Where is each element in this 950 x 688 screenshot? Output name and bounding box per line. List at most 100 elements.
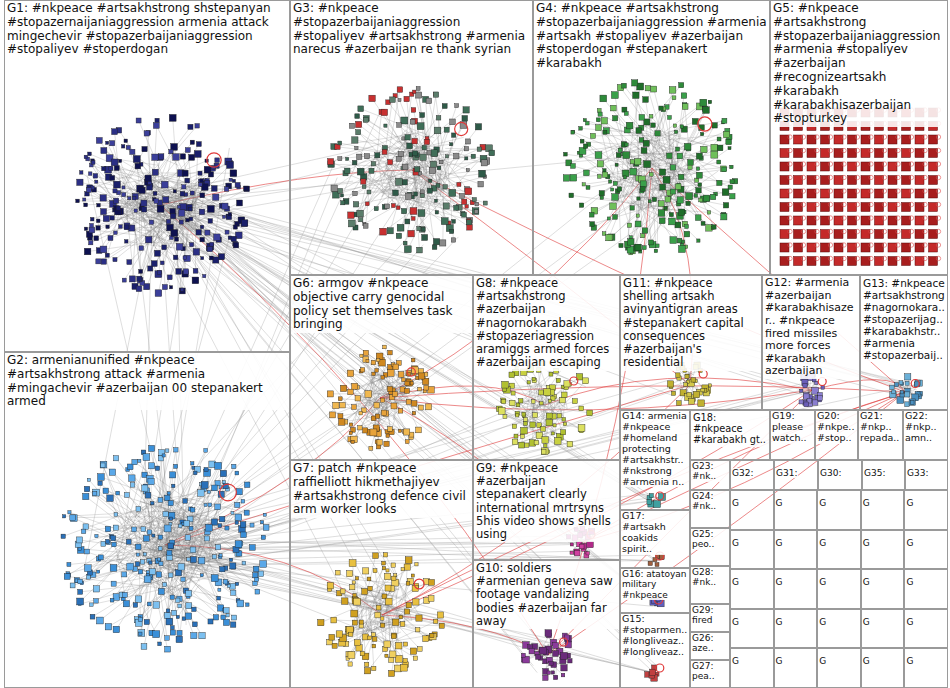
edge-line xyxy=(162,553,227,610)
vertex-icon xyxy=(136,544,142,550)
vertex-icon xyxy=(677,197,683,203)
edge-line xyxy=(126,215,175,233)
vertex-icon xyxy=(110,141,115,146)
self-loop xyxy=(698,117,712,131)
edge-line xyxy=(446,158,466,177)
vertex-icon xyxy=(168,544,173,549)
vertex-icon xyxy=(426,98,432,104)
edge-line xyxy=(630,193,661,213)
vertex-icon xyxy=(681,93,687,99)
vertex-icon xyxy=(571,131,574,134)
vertex-icon xyxy=(637,197,640,200)
edge-line xyxy=(383,155,446,206)
vertex-icon xyxy=(478,181,484,187)
vertex-icon xyxy=(111,159,118,166)
vertex-icon xyxy=(457,182,461,186)
vertex-icon xyxy=(584,170,590,176)
vertex-icon xyxy=(412,138,418,144)
edge-line xyxy=(406,122,412,199)
vertex-icon xyxy=(449,229,453,233)
vertex-icon xyxy=(436,183,440,187)
edge-line xyxy=(357,116,425,169)
vertex-icon xyxy=(606,234,612,240)
vertex-icon xyxy=(173,255,177,259)
vertex-icon xyxy=(696,188,701,193)
vertex-icon xyxy=(188,124,193,129)
edge-line xyxy=(388,176,431,181)
vertex-icon xyxy=(434,199,437,202)
vertex-icon xyxy=(362,185,366,189)
edge-line xyxy=(115,162,159,203)
vertex-icon xyxy=(157,270,161,274)
vertex-icon xyxy=(348,220,355,227)
edge-line xyxy=(160,520,193,644)
vertex-icon xyxy=(395,178,402,185)
vertex-icon xyxy=(164,613,170,619)
vertex-icon xyxy=(128,197,131,200)
edge-line xyxy=(77,537,154,580)
vertex-icon xyxy=(348,212,355,219)
vertex-icon xyxy=(665,197,670,202)
vertex-icon xyxy=(114,231,118,235)
vertex-icon xyxy=(465,188,472,195)
vertex-icon xyxy=(465,139,470,144)
vertex-icon xyxy=(444,127,449,132)
vertex-icon xyxy=(375,153,380,158)
vertex-icon xyxy=(97,570,100,573)
edge-line xyxy=(89,190,165,241)
vertex-icon xyxy=(655,244,659,248)
edge-line xyxy=(170,497,220,555)
vertex-icon xyxy=(186,590,192,596)
vertex-icon xyxy=(341,201,345,205)
vertex-icon xyxy=(623,176,626,179)
vertex-icon xyxy=(607,217,610,220)
vertex-icon xyxy=(706,225,713,232)
edge-line xyxy=(390,132,412,162)
vertex-icon xyxy=(475,124,481,130)
vertex-icon xyxy=(445,155,448,158)
vertex-icon xyxy=(384,124,387,127)
edge-line xyxy=(131,492,240,573)
edge-line xyxy=(156,501,255,583)
vertex-icon xyxy=(411,217,415,221)
vertex-icon xyxy=(380,228,387,235)
edge-line xyxy=(203,473,236,537)
edge-line xyxy=(163,554,221,608)
vertex-icon xyxy=(602,232,606,236)
vertex-icon xyxy=(124,139,127,142)
vertex-icon xyxy=(211,575,218,582)
vertex-icon xyxy=(188,207,192,211)
vertex-icon xyxy=(712,123,717,128)
vertex-icon xyxy=(237,200,243,206)
vertex-icon xyxy=(142,147,147,152)
vertex-icon xyxy=(597,174,601,178)
vertex-icon xyxy=(416,92,422,98)
reply-curve xyxy=(380,386,905,398)
vertex-icon xyxy=(397,87,403,93)
edge-line xyxy=(636,207,638,248)
edge-line xyxy=(151,450,205,549)
vertex-icon xyxy=(136,507,141,512)
edge-line xyxy=(148,515,185,579)
vertex-icon xyxy=(695,215,701,221)
vertex-icon xyxy=(609,180,612,183)
link-line xyxy=(139,162,478,529)
edge-line xyxy=(92,174,133,188)
vertex-icon xyxy=(649,240,654,245)
vertex-icon xyxy=(435,211,438,214)
vertex-icon xyxy=(179,220,183,224)
vertex-icon xyxy=(623,152,630,159)
vertex-icon xyxy=(696,153,702,159)
vertex-icon xyxy=(387,228,393,234)
vertex-icon xyxy=(730,180,734,184)
edge-line xyxy=(669,96,684,208)
vertex-icon xyxy=(595,152,602,159)
vertex-icon xyxy=(158,498,163,503)
edge-line xyxy=(183,515,223,618)
vertex-icon xyxy=(191,633,197,639)
vertex-icon xyxy=(241,220,248,227)
vertex-icon xyxy=(666,153,672,159)
vertex-icon xyxy=(155,118,159,122)
vertex-icon xyxy=(213,257,219,263)
vertex-icon xyxy=(359,218,363,222)
